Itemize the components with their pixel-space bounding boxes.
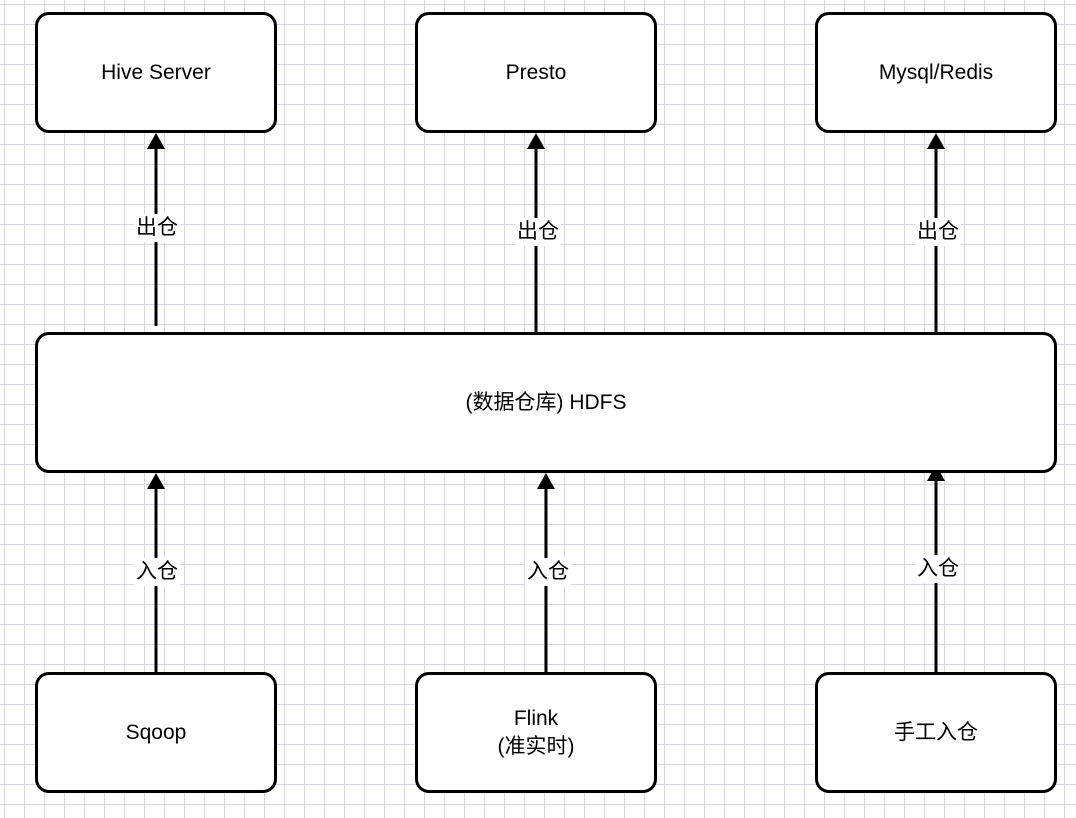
node-sqoop[interactable]: Sqoop	[35, 672, 277, 793]
node-label: 手工入仓	[894, 720, 978, 744]
node-label-line-1: Flink	[513, 706, 559, 730]
arrowhead-icon	[927, 133, 945, 149]
node-label: (数据仓库) HDFS	[465, 390, 627, 414]
arrowhead-icon	[147, 133, 165, 149]
edge-label-out: 出仓	[134, 214, 180, 242]
edge-label-out: 出仓	[515, 218, 561, 246]
arrowhead-icon	[147, 473, 165, 489]
node-label: Presto	[505, 60, 567, 84]
node-hdfs-warehouse[interactable]: (数据仓库) HDFS	[35, 332, 1057, 473]
edge-label-in: 入仓	[525, 558, 571, 586]
edge-label-in: 入仓	[134, 558, 180, 586]
node-flink[interactable]: Flink (准实时)	[415, 672, 657, 793]
node-manual-ingest[interactable]: 手工入仓	[815, 672, 1057, 793]
node-label: Mysql/Redis	[878, 60, 994, 84]
arrowhead-icon	[527, 133, 545, 149]
node-label: Hive Server	[101, 60, 211, 84]
arrowhead-icon	[537, 473, 555, 489]
node-label: Sqoop	[125, 720, 187, 744]
arrowhead-icon	[927, 465, 945, 481]
edge-label-out: 出仓	[915, 218, 961, 246]
edge-label-in: 入仓	[915, 555, 961, 583]
node-hive-server[interactable]: Hive Server	[35, 12, 277, 133]
node-label-line-2: (准实时)	[497, 734, 575, 758]
node-presto[interactable]: Presto	[415, 12, 657, 133]
node-mysql-redis[interactable]: Mysql/Redis	[815, 12, 1057, 133]
